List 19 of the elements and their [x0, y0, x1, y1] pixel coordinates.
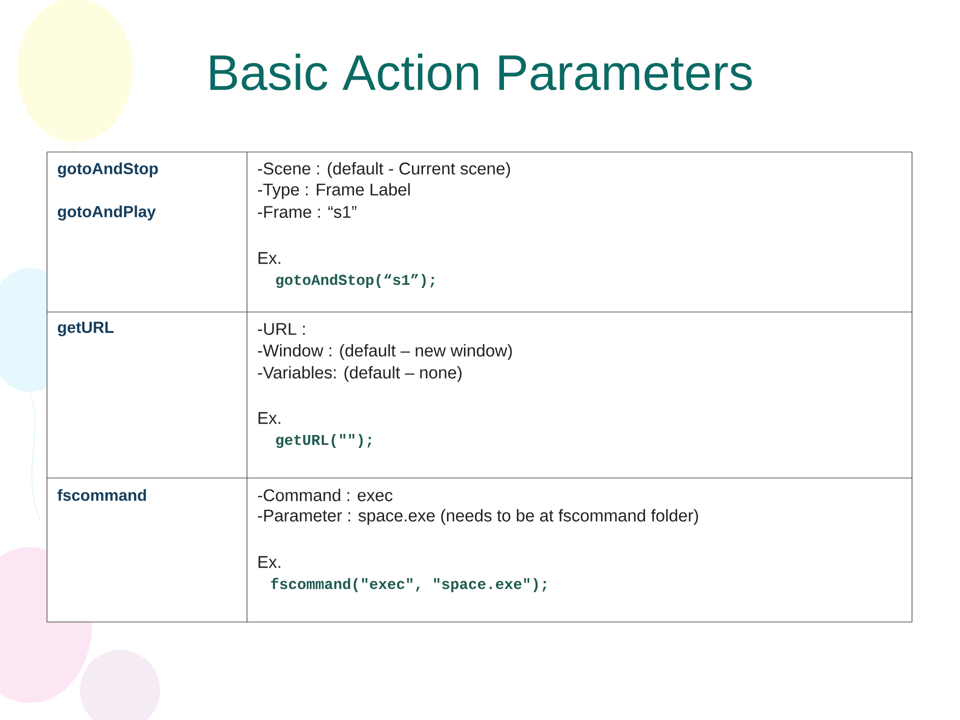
parameter-text: -Scene : (default - Current scene)	[258, 162, 510, 178]
row-heading: gotoAndPlay	[58, 206, 156, 220]
code-text: gotoAndStop(“s1”);	[276, 274, 434, 288]
parameter-text: -URL :	[258, 323, 305, 335]
parameter-text: -Variables: (default – none)	[258, 366, 462, 382]
parameter-text: -Window : (default – new window)	[258, 344, 512, 360]
parameter-text: -Frame : “s1”	[258, 206, 356, 218]
parameter-text: -Type : Frame Label	[258, 183, 410, 199]
row-heading: fscommand	[57, 489, 146, 501]
code-text: fscommand("exec", "space.exe");	[271, 578, 546, 592]
code-text: getURL("");	[276, 434, 372, 448]
parameter-text: Ex.	[258, 252, 280, 264]
parameter-text: Ex.	[258, 412, 280, 424]
title: Basic Action Parameters	[210, 54, 752, 90]
parameter-text: -Command : exec	[258, 488, 392, 502]
parameter-text: Ex.	[258, 556, 280, 568]
row-heading: gotoAndStop	[58, 162, 158, 178]
parameter-text: -Parameter : space.exe (needs to be at fscommand folder)	[258, 509, 698, 525]
row-heading: getURL	[58, 322, 114, 336]
